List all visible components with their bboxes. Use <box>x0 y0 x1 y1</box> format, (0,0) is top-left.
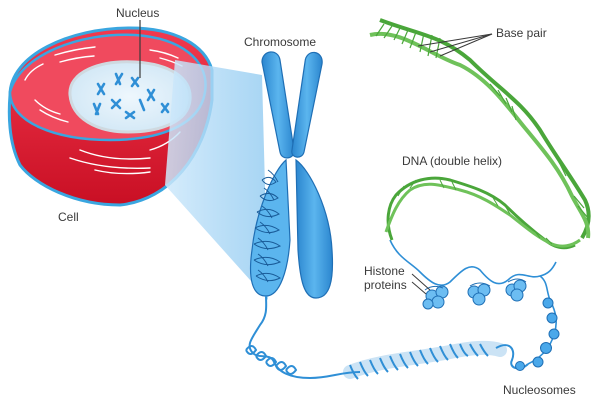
base-pair-pointers <box>417 33 493 57</box>
nucleosome-bead <box>548 328 560 340</box>
nucleosome-bead <box>515 361 525 371</box>
chromosome-right-arm-bottom <box>295 158 334 299</box>
chromatin-fiber <box>245 295 529 380</box>
nucleosome-string <box>515 275 560 371</box>
nucleosomes-label: Nucleosomes <box>503 383 576 397</box>
histone-proteins-label: Histone proteins <box>364 264 407 292</box>
histone-region <box>389 239 557 310</box>
dna-label: DNA (double helix) <box>402 154 503 168</box>
chromatin-coils <box>253 169 282 283</box>
histone-pointers <box>411 273 431 295</box>
histone-cluster <box>422 279 527 310</box>
nucleosome-bead <box>542 297 554 309</box>
nucleosome-bead <box>540 342 552 354</box>
nucleus-label: Nucleus <box>116 6 160 20</box>
nucleus <box>68 60 192 134</box>
chromosome-right-arm-top <box>291 51 323 158</box>
nucleosome-bead <box>532 356 544 368</box>
zoom-beam <box>165 60 268 300</box>
cell-label: Cell <box>58 210 79 224</box>
nucleosome-bead <box>546 312 558 324</box>
dna-helix-upper <box>369 18 591 240</box>
cytoplasm-lines <box>24 46 183 175</box>
solenoid <box>343 340 529 380</box>
fiber-coils-left <box>245 345 298 375</box>
chromosome-left-arm-top <box>261 51 295 159</box>
base-pair-label: Base pair <box>496 26 547 40</box>
chromosome-label: Chromosome <box>244 35 317 49</box>
cell <box>7 20 214 207</box>
chromosome <box>249 51 334 299</box>
nucleus-chromosomes <box>92 72 170 120</box>
dna-helix-lower <box>384 176 581 250</box>
